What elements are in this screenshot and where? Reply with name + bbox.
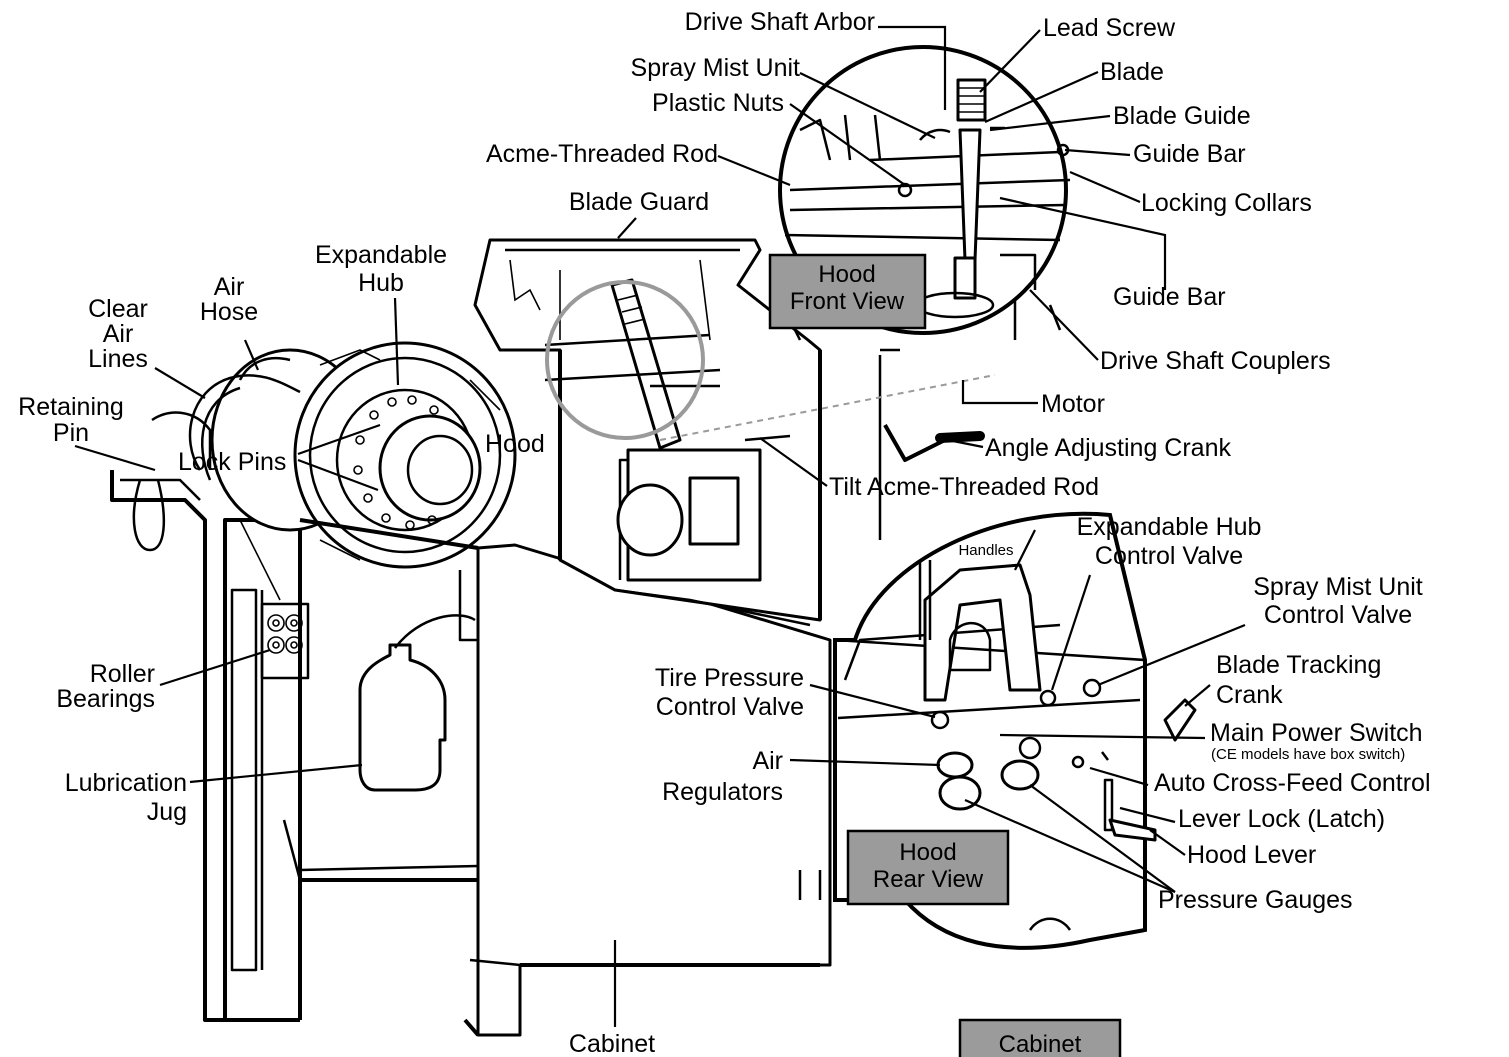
machine-illustration: [110, 238, 996, 1037]
label-clear-air-lines-line2: Air: [103, 320, 134, 348]
label-lever-lock: Lever Lock (Latch): [1178, 805, 1385, 833]
expandable-hub: [188, 341, 517, 569]
label-drive-shaft-couplers: Drive Shaft Couplers: [1100, 347, 1331, 375]
label-hood: Hood: [485, 430, 545, 458]
hood-front-view-line1: Hood: [818, 261, 875, 288]
label-air-hose-line2: Hose: [200, 298, 258, 326]
hood-rear-view-line1: Hood: [899, 839, 956, 866]
label-main-power-switch-note: (CE models have box switch): [1211, 746, 1405, 763]
label-plastic-nuts: Plastic Nuts: [652, 89, 784, 117]
label-air-regulators-line2: Regulators: [662, 778, 783, 806]
label-blade: Blade: [1100, 58, 1164, 86]
label-guide-bar-lower: Guide Bar: [1113, 283, 1226, 311]
label-hood-lever: Hood Lever: [1187, 841, 1316, 869]
label-spray-mist-unit-control-valve-line1: Spray Mist Unit: [1253, 573, 1423, 601]
label-lock-pins: Lock Pins: [178, 448, 286, 476]
label-blade-tracking-crank-line1: Blade Tracking: [1216, 651, 1381, 679]
label-expandable-hub-control-valve-line1: Expandable Hub: [1077, 513, 1262, 541]
label-handles: Handles: [958, 542, 1013, 559]
label-expandable-hub-line1: Expandable: [315, 241, 447, 269]
label-motor: Motor: [1041, 390, 1105, 418]
label-air-hose-line1: Air: [214, 273, 245, 301]
label-acme-threaded-rod: Acme-Threaded Rod: [486, 140, 718, 168]
hood-body: [473, 238, 985, 627]
leader-lines: [74, 25, 1246, 1027]
label-auto-cross-feed-control: Auto Cross-Feed Control: [1154, 769, 1431, 797]
label-roller-bearings-line1: Roller: [90, 660, 155, 688]
labels: Drive Shaft Arbor Lead Screw Spray Mist …: [18, 8, 1430, 1057]
hood-rear-view-line2: Rear View: [873, 866, 984, 893]
label-retaining-pin-line2: Pin: [53, 419, 89, 447]
hood-front-view-line2: Front View: [790, 288, 905, 315]
label-tire-pressure-control-valve-line2: Control Valve: [656, 693, 804, 721]
label-lubrication-jug-line2: Jug: [147, 798, 187, 826]
label-drive-shaft-arbor: Drive Shaft Arbor: [685, 8, 875, 36]
detail-leader: [659, 374, 996, 441]
label-tilt-acme-threaded-rod: Tilt Acme-Threaded Rod: [829, 473, 1099, 501]
label-air-regulators-line1: Air: [752, 747, 783, 775]
label-spray-mist-unit: Spray Mist Unit: [631, 54, 801, 82]
label-tire-pressure-control-valve-line1: Tire Pressure: [655, 664, 804, 692]
label-blade-tracking-crank-line2: Crank: [1216, 681, 1283, 709]
label-clear-air-lines-line1: Clear: [88, 295, 148, 323]
label-blade-guide: Blade Guide: [1113, 102, 1251, 130]
label-retaining-pin-line1: Retaining: [18, 393, 124, 421]
label-locking-collars: Locking Collars: [1141, 189, 1312, 217]
label-lubrication-jug-line1: Lubrication: [65, 769, 187, 797]
label-expandable-hub-line2: Hub: [358, 269, 404, 297]
hood-rear-view-box: Hood Rear View: [846, 829, 1010, 906]
label-blade-guard: Blade Guard: [569, 188, 709, 216]
detail-circle: [545, 280, 705, 440]
label-cabinet: Cabinet: [569, 1030, 655, 1057]
cabinet-view-box: Cabinet: [958, 1018, 1122, 1057]
cabinet-body: [282, 518, 832, 1037]
label-angle-adjusting-crank: Angle Adjusting Crank: [985, 434, 1231, 462]
label-pressure-gauges: Pressure Gauges: [1158, 886, 1353, 914]
label-spray-mist-unit-control-valve-line2: Control Valve: [1264, 601, 1412, 629]
cabinet-view-label: Cabinet: [999, 1031, 1082, 1057]
label-main-power-switch: Main Power Switch: [1210, 719, 1423, 747]
label-lead-screw: Lead Screw: [1043, 14, 1176, 42]
hood-front-view-box: Hood Front View: [768, 253, 927, 330]
label-clear-air-lines-line3: Lines: [88, 345, 148, 373]
label-roller-bearings-line2: Bearings: [56, 685, 155, 713]
label-expandable-hub-control-valve-line2: Control Valve: [1095, 542, 1243, 570]
label-guide-bar-top: Guide Bar: [1133, 140, 1246, 168]
